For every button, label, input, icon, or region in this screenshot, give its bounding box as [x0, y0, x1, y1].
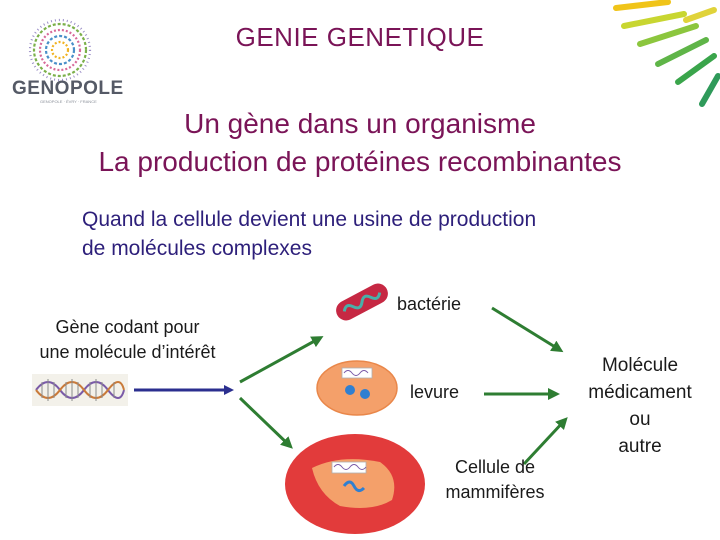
subtitle-line-1: Quand la cellule devient une usine de pr…	[82, 208, 537, 231]
main-title-line-2: La production de protéines recombinantes	[98, 146, 622, 177]
product-line-3: ou	[629, 409, 651, 430]
subtitle-line-2: de molécules complexes	[82, 237, 312, 260]
logo-wordmark: GENOPOLE	[12, 78, 124, 99]
yeast-label: levure	[410, 382, 460, 402]
product-line-1: Molécule	[601, 355, 679, 376]
gene-label: Gène codant pour une molécule d’intérêt	[0, 315, 255, 365]
mammal-label-line-1: Cellule de	[454, 457, 536, 477]
bacteria-icon	[336, 283, 388, 321]
product-label: Molécule médicament ou autre	[570, 352, 710, 460]
product-line-4: autre	[618, 436, 662, 457]
arrow-to-bacteria	[239, 336, 324, 384]
mammalian-cell-label: Cellule de mammifères	[425, 455, 565, 505]
corner-stripes-decoration	[613, 0, 720, 107]
gene-label-line-2: une molécule d’intérêt	[39, 342, 216, 362]
bacteria-label: bactérie	[397, 294, 462, 314]
arrow-bacteria-to-product	[491, 306, 564, 353]
dna-strand-icon	[32, 374, 128, 406]
logo-tagline: GENOPOLE · ÉVRY · FRANCE	[40, 99, 97, 104]
arrow-to-mammal-cell	[238, 396, 293, 449]
yeast-cell-icon	[316, 360, 398, 416]
main-title-line-1: Un gène dans un organisme	[184, 108, 536, 139]
gene-label-line-1: Gène codant pour	[55, 317, 200, 337]
subtitle: Quand la cellule devient une usine de pr…	[82, 205, 682, 263]
arrow-mammal-to-product	[522, 417, 568, 466]
genopole-logo-icon	[28, 18, 92, 82]
product-line-2: médicament	[588, 382, 692, 403]
header-title: GENIE GENETIQUE	[235, 22, 485, 52]
mammal-label-line-2: mammifères	[445, 482, 545, 502]
mammalian-cell-icon	[285, 434, 425, 534]
